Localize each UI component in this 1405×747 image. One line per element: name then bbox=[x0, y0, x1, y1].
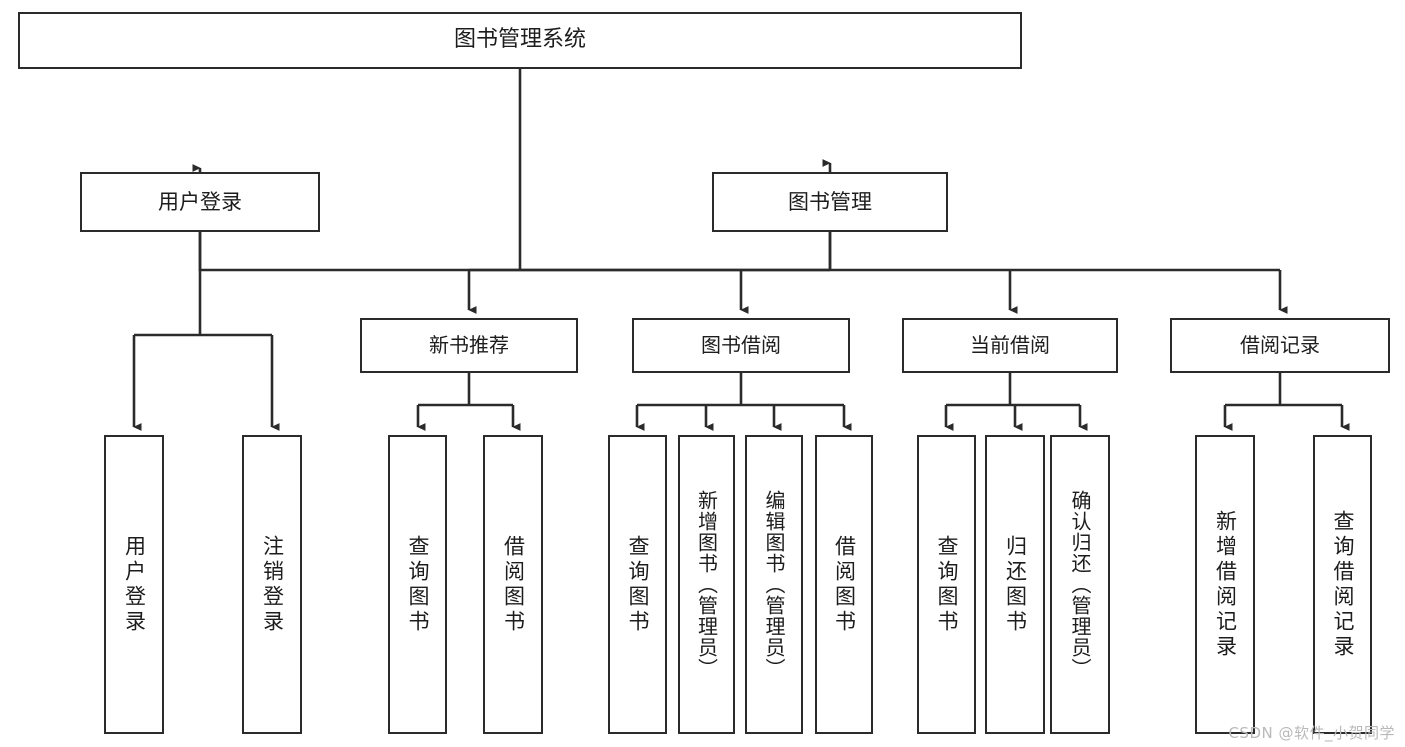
node-book-borrowing-label: 图书借阅 bbox=[701, 332, 781, 357]
leaf-node-return-books[interactable]: 归还图书 bbox=[985, 435, 1045, 734]
leaf-label: 查询借阅记录 bbox=[1331, 509, 1355, 660]
node-root-label: 图书管理系统 bbox=[453, 27, 586, 53]
leaf-label: 确认归还（管理员） bbox=[1068, 490, 1092, 679]
leaf-node-query-borrow-record[interactable]: 查询借阅记录 bbox=[1313, 435, 1372, 734]
node-book-management-label: 图书管理 bbox=[788, 189, 872, 214]
leaf-node-logout[interactable]: 注销登录 bbox=[242, 435, 302, 734]
node-borrowing-record-label: 借阅记录 bbox=[1240, 332, 1320, 357]
node-current-borrowing-label: 当前借阅 bbox=[970, 332, 1050, 357]
leaf-label: 编辑图书（管理员） bbox=[762, 490, 786, 679]
node-book-management[interactable]: 图书管理 bbox=[712, 172, 948, 232]
node-current-borrowing[interactable]: 当前借阅 bbox=[902, 318, 1118, 373]
leaf-node-add-borrow-record[interactable]: 新增借阅记录 bbox=[1195, 435, 1255, 734]
watermark: CSDN @软件_小贺同学 bbox=[1228, 724, 1395, 742]
node-root[interactable]: 图书管理系统 bbox=[18, 12, 1022, 69]
leaf-label: 新增图书（管理员） bbox=[694, 490, 719, 679]
node-new-book-recommendation[interactable]: 新书推荐 bbox=[360, 318, 578, 373]
leaf-node-borrow-books-rec[interactable]: 借阅图书 bbox=[483, 435, 543, 734]
leaf-label: 借阅图书 bbox=[501, 534, 526, 635]
node-user-login[interactable]: 用户登录 bbox=[80, 172, 320, 232]
leaf-label: 归还图书 bbox=[1003, 534, 1028, 635]
leaf-node-query-books-rec[interactable]: 查询图书 bbox=[388, 435, 447, 734]
leaf-label: 查询图书 bbox=[935, 534, 959, 635]
leaf-label: 查询图书 bbox=[626, 534, 650, 635]
leaf-node-edit-book-admin[interactable]: 编辑图书（管理员） bbox=[745, 435, 803, 734]
leaf-label: 借阅图书 bbox=[832, 534, 857, 635]
node-new-book-recommendation-label: 新书推荐 bbox=[429, 332, 509, 357]
leaf-label: 用户登录 bbox=[122, 534, 147, 635]
leaf-node-query-books-current[interactable]: 查询图书 bbox=[917, 435, 976, 734]
node-borrowing-record[interactable]: 借阅记录 bbox=[1170, 318, 1390, 373]
leaf-node-confirm-return-admin[interactable]: 确认归还（管理员） bbox=[1050, 435, 1110, 734]
node-user-login-label: 用户登录 bbox=[158, 189, 242, 214]
leaf-label: 查询图书 bbox=[406, 534, 430, 635]
leaf-label: 注销登录 bbox=[260, 534, 285, 635]
leaf-node-query-books-borrow[interactable]: 查询图书 bbox=[608, 435, 667, 734]
node-book-borrowing[interactable]: 图书借阅 bbox=[632, 318, 850, 373]
leaf-node-user-login[interactable]: 用户登录 bbox=[104, 435, 164, 734]
leaf-node-add-book-admin[interactable]: 新增图书（管理员） bbox=[678, 435, 735, 734]
leaf-label: 新增借阅记录 bbox=[1213, 509, 1238, 660]
leaf-node-borrow-books[interactable]: 借阅图书 bbox=[815, 435, 873, 734]
